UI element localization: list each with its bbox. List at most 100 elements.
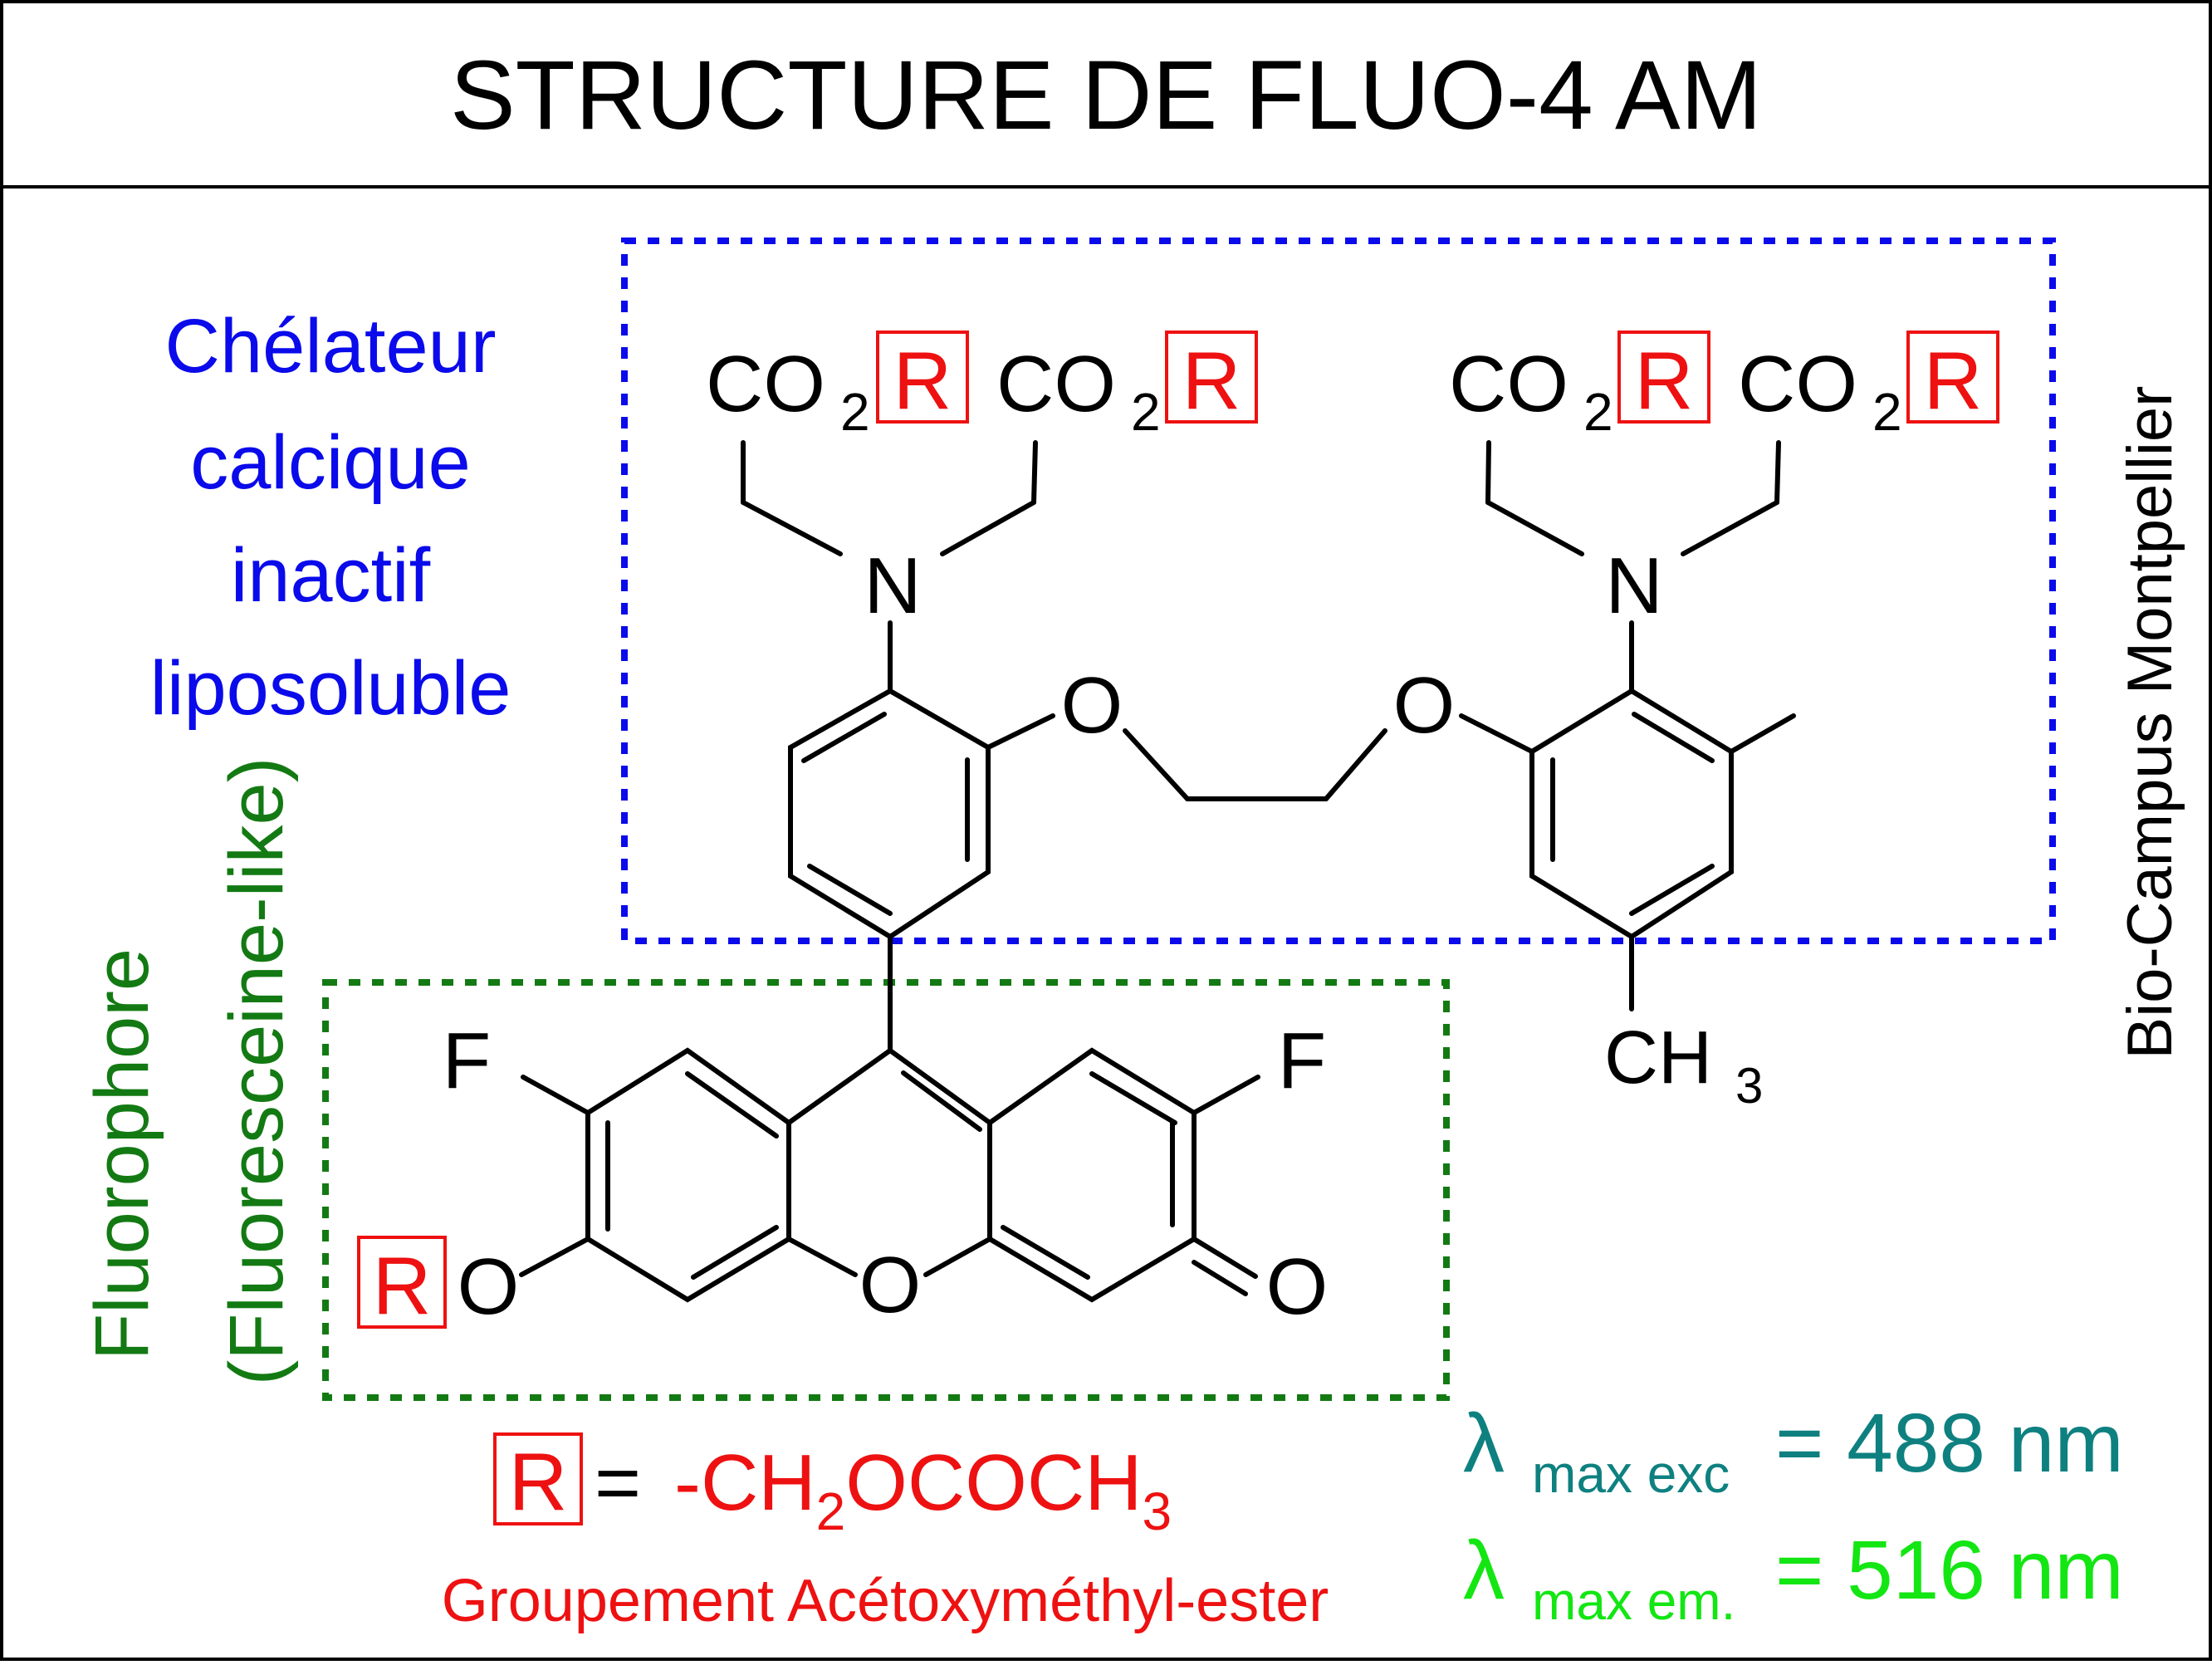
lambda-em-subscript: max em. (1532, 1571, 1735, 1631)
ester-text: CO (706, 340, 825, 428)
r-group-box (1617, 331, 1710, 424)
bond (1774, 440, 1781, 505)
bond (1629, 864, 1715, 916)
r-group-label: R (1182, 335, 1241, 426)
bond (1632, 712, 1715, 763)
oxygen-atom: O (458, 1242, 520, 1331)
r-formula-subscript: 3 (1143, 1481, 1172, 1541)
lambda-emission: λ max em. = 516 nm (1463, 1524, 2124, 1631)
bond (1192, 1237, 1258, 1279)
bond (685, 1071, 779, 1139)
fluorophore-label-line: (Fluoresceine-like) (214, 757, 299, 1386)
lambda-symbol: λ (1463, 1524, 1505, 1617)
r-equals: = (595, 1438, 641, 1527)
bond (786, 1237, 858, 1277)
r-formula-subscript: 2 (816, 1481, 846, 1541)
bond (807, 864, 893, 916)
credit-label: Bio-Campus Montpellier (2115, 386, 2185, 1060)
ester-text: CO (1449, 340, 1568, 428)
bond (691, 1225, 779, 1280)
r-group-box (1165, 331, 1258, 424)
bond (1485, 500, 1584, 556)
bond (1123, 728, 1190, 801)
methyl-text: CH (1604, 1016, 1712, 1099)
r-ether-group: R (357, 1236, 447, 1331)
r-group-label: R (509, 1436, 568, 1527)
chelator-label-line: Chélateur (165, 304, 497, 389)
r-group-label: R (893, 335, 952, 426)
fluorophore-label: Fluorophore (Fluoresceine-like) (80, 757, 299, 1386)
fluorophore-label-line: Fluorophore (80, 948, 164, 1360)
bond (521, 1075, 590, 1115)
r-group-box (357, 1236, 447, 1329)
fluorophore-box (322, 979, 1450, 1401)
chelator-box (621, 238, 2056, 944)
bond (1001, 1225, 1090, 1280)
ester-group-3: CO 2 R (1449, 331, 1710, 442)
chelator-label: Chélateur calcique inactif liposoluble (150, 304, 511, 731)
atom-labels: N N O O O O O F F (443, 541, 1663, 1331)
bond (1729, 713, 1796, 754)
chelator-label-line: inactif (231, 533, 431, 618)
r-formula-part: OCOCH (845, 1438, 1142, 1527)
fluorine-atom: F (443, 1016, 492, 1105)
r-group-box (876, 331, 969, 424)
bond (901, 1070, 982, 1132)
r-group-label: R (1635, 335, 1694, 426)
bond (1324, 728, 1387, 801)
lambda-excitation: λ max exc = 488 nm (1463, 1397, 2124, 1504)
ester-subscript: 2 (1872, 382, 1902, 442)
r-group-label: R (1924, 335, 1983, 426)
ester-text: CO (1738, 340, 1857, 428)
ester-group-2: CO 2 R (996, 331, 1258, 442)
fluorine-atom: F (1278, 1016, 1327, 1105)
r-caption: Groupement Acétoxyméthyl-ester (442, 1568, 1329, 1634)
bond (788, 688, 991, 940)
bond (923, 1237, 992, 1277)
bond (987, 1047, 1197, 1303)
ester-subscript: 2 (1583, 382, 1613, 442)
bond (986, 713, 1055, 750)
oxygen-atom: O (1061, 661, 1123, 750)
oxygen-atom: O (859, 1241, 922, 1330)
bond (940, 500, 1036, 556)
lambda-exc-value: = 488 nm (1775, 1397, 2124, 1490)
nitrogen-atom: N (864, 541, 921, 630)
bond (1192, 1260, 1248, 1296)
bond (741, 500, 843, 556)
r-group-box (1906, 331, 1999, 424)
bond (1681, 500, 1779, 556)
bond (786, 1048, 893, 1125)
r-group-label: R (373, 1240, 432, 1331)
chelator-label-line: calcique (190, 420, 471, 505)
methyl-group: CH 3 (1604, 1016, 1763, 1114)
ester-group-1: CO 2 R (706, 331, 969, 442)
ester-group-4: CO 2 R (1738, 331, 1999, 442)
page-title: STRUCTURE DE FLUO-4 AM (450, 41, 1762, 150)
ester-subscript: 2 (1131, 382, 1161, 442)
bond (1192, 1075, 1260, 1115)
lambda-em-value: = 516 nm (1775, 1524, 2124, 1617)
r-group-box (493, 1432, 583, 1525)
bond (519, 1237, 590, 1277)
bond (801, 712, 887, 763)
bond (1031, 440, 1038, 505)
lambda-symbol: λ (1463, 1397, 1505, 1490)
bond (1089, 1071, 1177, 1125)
methyl-subscript: 3 (1735, 1058, 1763, 1114)
oxygen-atom: O (1266, 1242, 1329, 1331)
r-formula: -CH2OCOCH3 (674, 1438, 1172, 1541)
nitrogen-atom: N (1605, 541, 1662, 630)
bond (1529, 688, 1734, 940)
oxygen-atom: O (1393, 661, 1456, 750)
ester-text: CO (996, 340, 1116, 428)
bond (888, 1048, 992, 1125)
bond (1459, 713, 1534, 754)
bond (1485, 440, 1491, 505)
ester-subscript: 2 (840, 382, 870, 442)
lambda-exc-subscript: max exc (1532, 1444, 1730, 1504)
bonds (519, 440, 1796, 1303)
